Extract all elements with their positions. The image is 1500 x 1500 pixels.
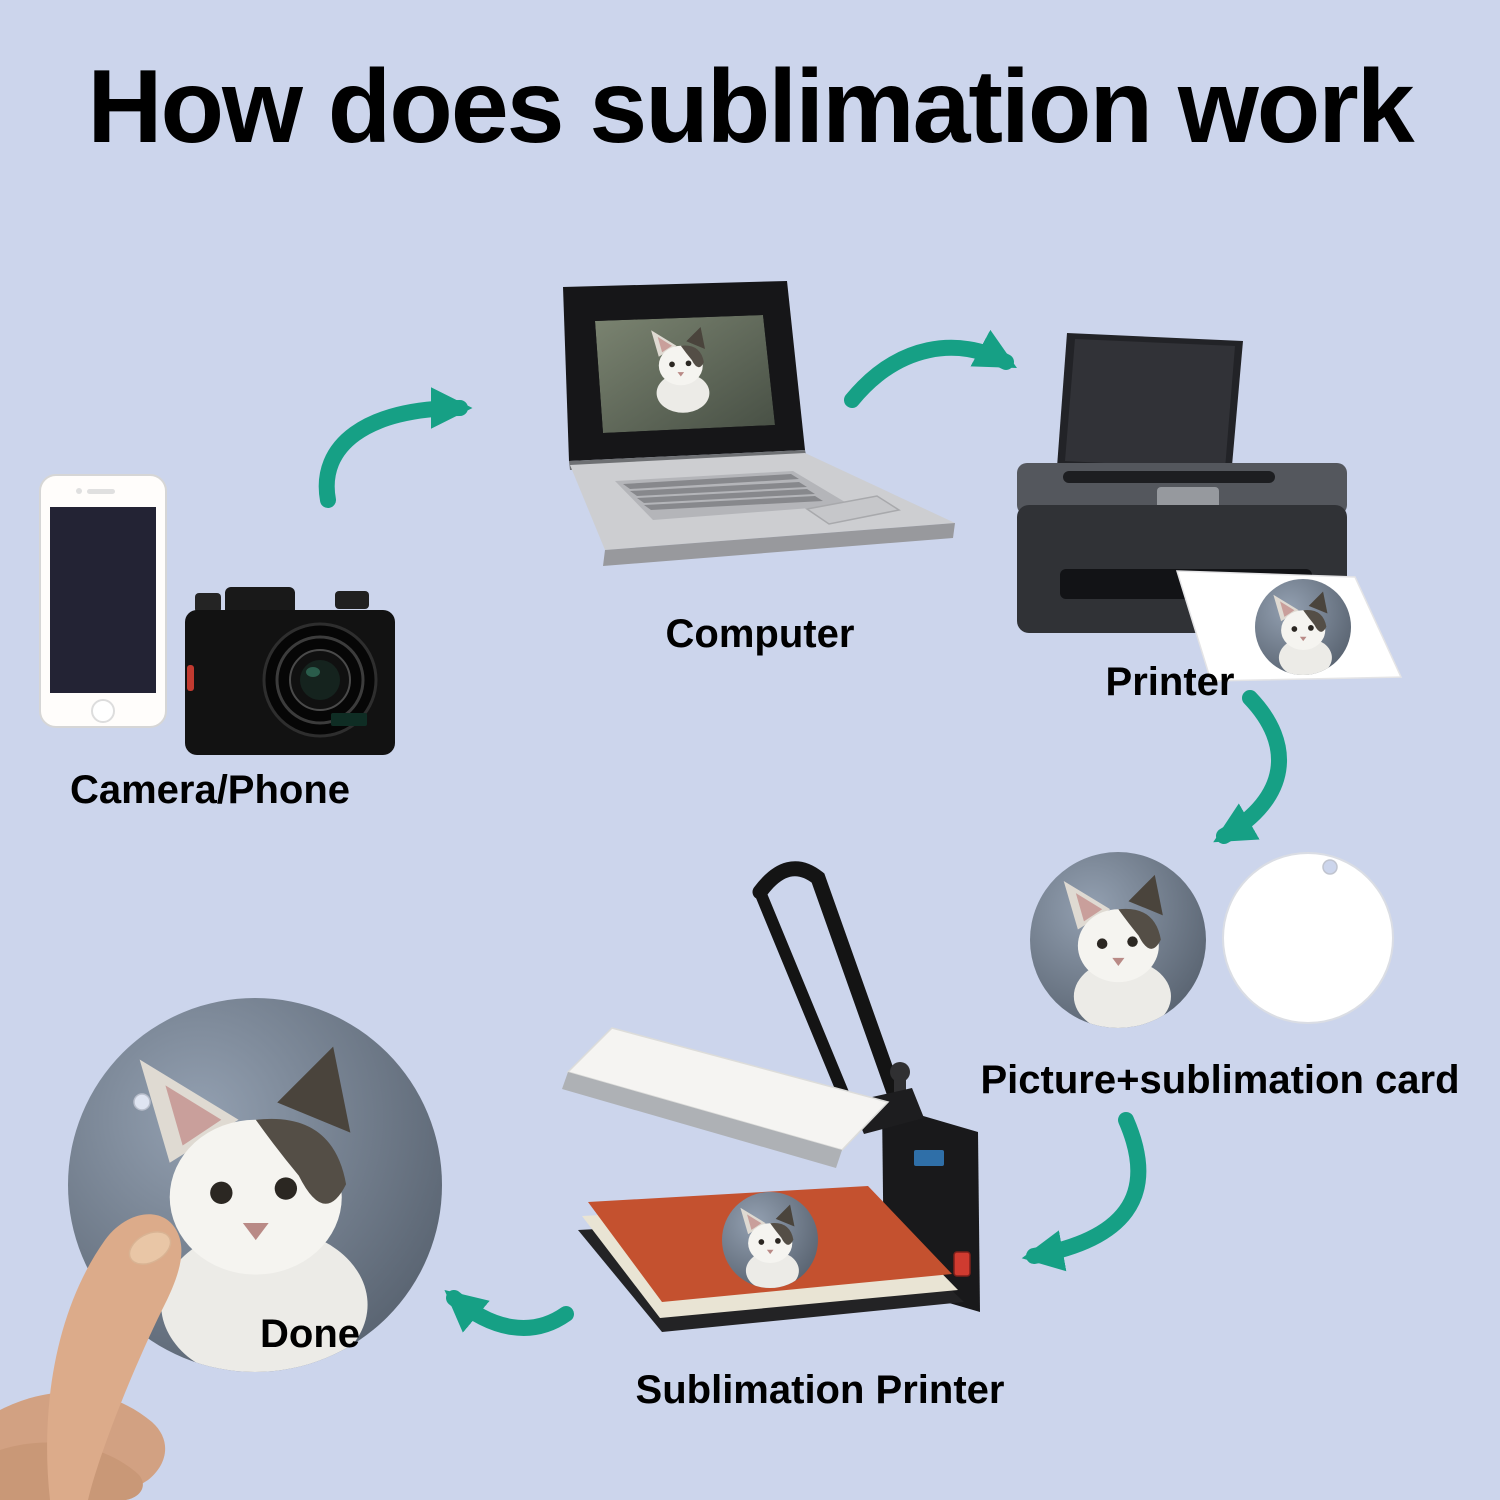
printer-illustration — [1005, 325, 1415, 700]
phone-home-button — [91, 699, 115, 723]
camera-lens-ring — [275, 635, 365, 725]
camera-viewfinder — [225, 587, 295, 617]
label-printer: Printer — [1105, 660, 1235, 704]
label-computer: Computer — [665, 612, 855, 656]
camera-lens-markings — [331, 713, 367, 726]
label-picture-card: Picture+sublimation card — [980, 1058, 1460, 1102]
arrow-card-to-press — [1021, 1112, 1147, 1272]
press-handle — [752, 861, 904, 1116]
finished-disc-hole — [133, 1093, 151, 1111]
camera-illustration — [185, 587, 395, 755]
phone-camera-dot — [76, 488, 82, 494]
cat-picture-circle — [1030, 852, 1206, 1033]
phone-illustration — [39, 474, 167, 728]
page-title: How does sublimation work — [87, 49, 1414, 165]
printer-paper-tray — [1057, 333, 1243, 477]
laptop-trackpad — [805, 495, 901, 525]
hand-illustration — [0, 1214, 182, 1500]
printer-feed-slot — [1063, 471, 1275, 483]
camera-lens-glint — [306, 667, 320, 677]
press-power-switch — [953, 1251, 971, 1277]
label-sublimation-printer: Sublimation Printer — [635, 1368, 1005, 1412]
arrow-printer-to-card — [1213, 690, 1287, 844]
label-camera-phone: Camera/Phone — [69, 768, 351, 812]
heat-press-illustration — [550, 850, 1020, 1375]
camera-dial-right — [335, 591, 369, 609]
laptop-screen-photo — [595, 315, 775, 433]
camera-lens-glass — [300, 660, 340, 700]
camera-dial-left — [195, 593, 221, 613]
phone-screen — [50, 507, 156, 693]
press-display — [914, 1150, 944, 1166]
phone-speaker — [87, 489, 115, 494]
laptop-front-edge — [603, 523, 955, 566]
blank-sublimation-disc — [1222, 852, 1394, 1024]
camera-red-button — [187, 665, 194, 691]
done-illustration — [0, 980, 480, 1500]
picture-card-illustration — [1015, 840, 1425, 1045]
press-knob — [890, 1062, 910, 1082]
label-done: Done — [260, 1312, 360, 1356]
hand-thumb — [47, 1214, 182, 1500]
disc-hole — [1322, 859, 1338, 875]
thumb-nail — [128, 1231, 172, 1265]
laptop-keyboard — [615, 471, 850, 520]
press-platen-underside — [562, 1072, 842, 1168]
camera-phone-illustration — [35, 465, 405, 770]
printer-output-paper — [1175, 570, 1403, 682]
laptop-illustration — [545, 275, 965, 610]
